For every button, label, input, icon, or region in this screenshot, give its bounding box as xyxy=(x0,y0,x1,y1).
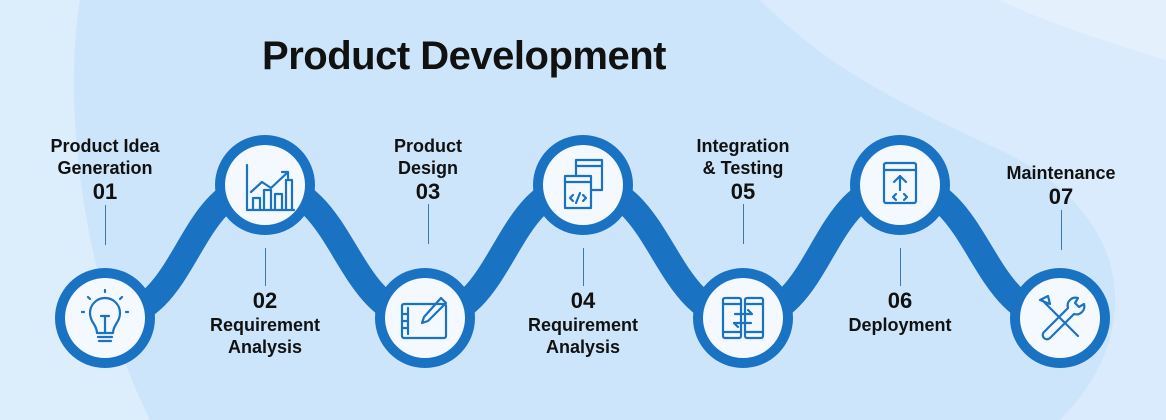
step-number: 06 xyxy=(887,288,913,313)
page-title: Product Development xyxy=(262,34,666,78)
code-window-icon xyxy=(563,158,604,210)
connector-line xyxy=(105,205,106,245)
connector-line xyxy=(265,248,266,286)
step-label-line: Product xyxy=(393,136,462,156)
step-number: 03 xyxy=(415,179,441,204)
step-label-line: Maintenance xyxy=(1006,163,1116,183)
step-label-line: Analysis xyxy=(545,337,621,357)
step-label-line: Requirement xyxy=(209,315,321,335)
connector-line xyxy=(583,248,584,286)
connector-line xyxy=(428,204,429,244)
step-label-line: & Testing xyxy=(702,158,784,178)
step-number: 07 xyxy=(1048,184,1074,209)
bar-chart-growth-icon xyxy=(245,163,296,212)
step-label-line: Deployment xyxy=(848,315,952,335)
step-05-label: Integration & Testing 05 xyxy=(643,135,843,205)
step-07-label: Maintenance 07 xyxy=(961,162,1161,210)
step-01-label: Product Idea Generation 01 xyxy=(5,135,205,205)
step-label-line: Design xyxy=(397,158,458,178)
step-number: 04 xyxy=(570,288,596,313)
lightbulb-icon xyxy=(80,288,130,343)
step-02-label: 02 Requirement Analysis xyxy=(165,288,365,358)
step-label-line: Analysis xyxy=(227,337,303,357)
connector-line xyxy=(743,204,744,244)
step-label-line: Integration xyxy=(696,136,790,156)
step-number: 05 xyxy=(730,179,756,204)
step-03-label: Product Design 03 xyxy=(328,135,528,205)
step-04-label: 04 Requirement Analysis xyxy=(483,288,683,358)
connector-line xyxy=(900,248,901,286)
step-number: 02 xyxy=(252,288,278,313)
step-06-label: 06 Deployment xyxy=(800,288,1000,336)
devices-sync-icon xyxy=(721,296,765,340)
step-label-line: Product Idea xyxy=(50,136,160,156)
wrench-screwdriver-icon xyxy=(1038,294,1086,341)
step-label-line: Requirement xyxy=(527,315,639,335)
step-label-line: Generation xyxy=(57,158,153,178)
drawing-tablet-pen-icon xyxy=(400,296,448,340)
connector-line xyxy=(1061,210,1062,250)
step-number: 01 xyxy=(92,179,118,204)
code-upload-icon xyxy=(882,161,918,205)
